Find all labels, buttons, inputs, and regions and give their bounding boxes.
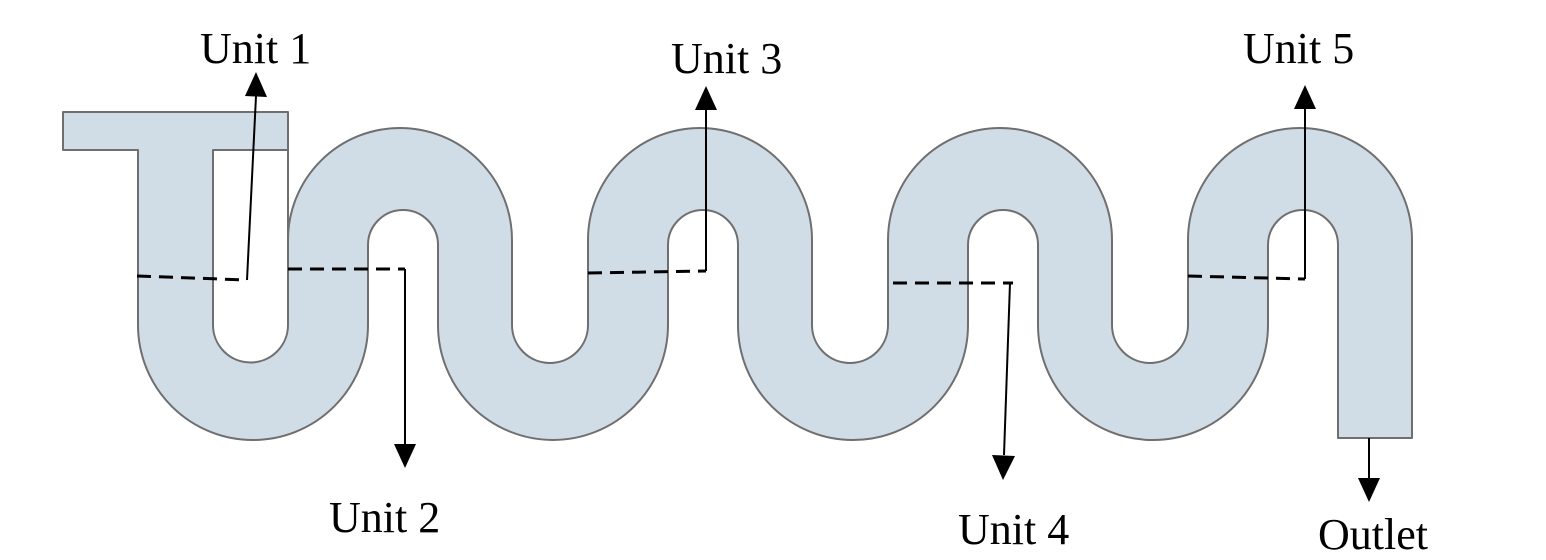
unit3-label: Unit 3 xyxy=(671,34,782,83)
unit5-label: Unit 5 xyxy=(1243,24,1354,73)
outlet-label: Outlet xyxy=(1318,510,1428,559)
unit4-label: Unit 4 xyxy=(958,505,1069,554)
unit4-arrow xyxy=(992,282,1015,480)
unit1-divider xyxy=(136,274,248,282)
unit5-arrow xyxy=(1294,85,1316,279)
unit1-label: Unit 1 xyxy=(200,24,311,73)
unit5-divider xyxy=(1187,274,1306,281)
unit2-arrow xyxy=(394,269,416,468)
unit3-arrow xyxy=(695,86,717,271)
unit2-label: Unit 2 xyxy=(329,493,440,542)
unit1-arrow xyxy=(245,72,267,281)
unit3-divider xyxy=(587,269,707,275)
outlet-arrow xyxy=(1358,438,1380,502)
inlet-inner-edge xyxy=(212,149,289,364)
